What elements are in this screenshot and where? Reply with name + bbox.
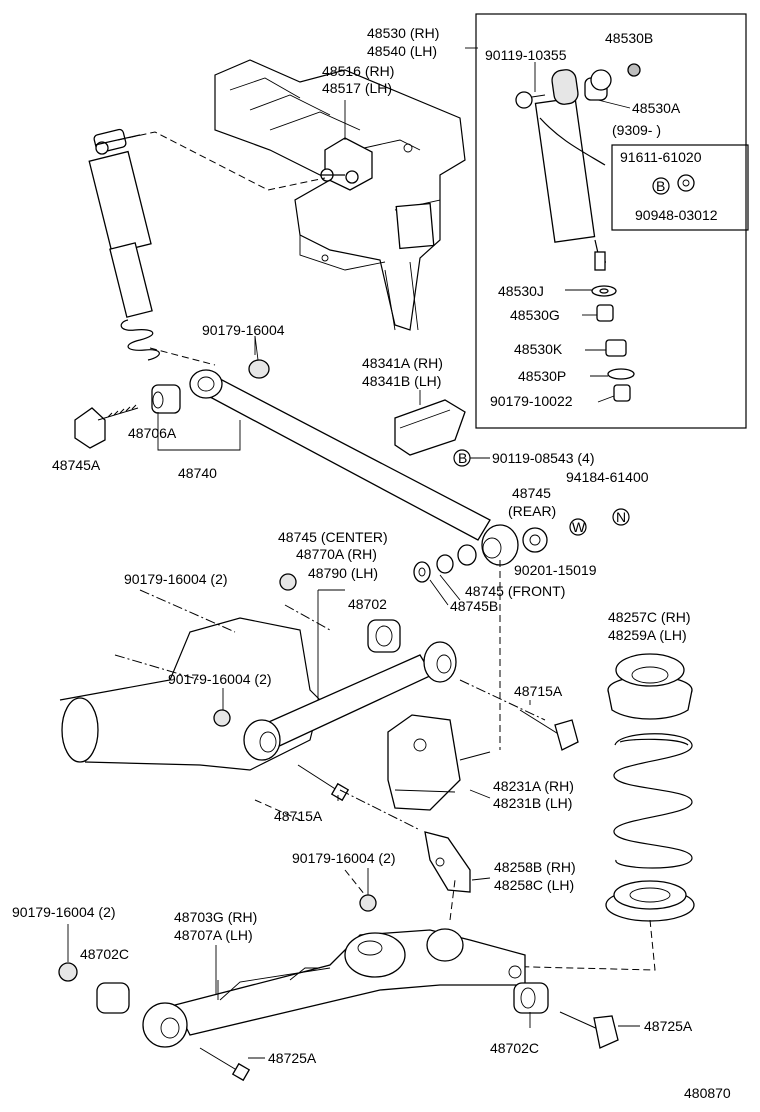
symbol-B-sub-label: B — [656, 178, 665, 194]
label-48530A: 48530A — [632, 100, 681, 116]
label-date-range: (9309- ) — [612, 122, 661, 138]
label-48745-front: 48745 (FRONT) — [465, 583, 565, 599]
leader — [254, 799, 456, 921]
label-48702C-bottom: 48702C — [490, 1040, 539, 1056]
label-48715A-left: 48715A — [274, 808, 323, 824]
label-90179-16004-2b: 90179-16004 (2) — [168, 671, 272, 687]
label-48745-rear-text: (REAR) — [508, 503, 556, 519]
label-48745-center: 48745 (CENTER) — [278, 529, 388, 545]
bushing-48706A — [151, 384, 181, 414]
leader-48740 — [157, 412, 241, 451]
bushing-48702C-left — [96, 982, 130, 1014]
symbol-W-label: W — [572, 519, 586, 535]
label-94184-61400: 94184-61400 — [566, 469, 649, 485]
label-48540-lh: 48540 (LH) — [367, 43, 437, 59]
label-90179-16004-2d: 90179-16004 (2) — [12, 904, 116, 920]
label-48530G: 48530G — [510, 307, 560, 323]
bolt-48715A-right — [519, 709, 579, 751]
labels: 48530 (RH) 48540 (LH) 48516 (RH) 48517 (… — [12, 25, 731, 1101]
symbol-N — [612, 508, 630, 526]
label-48530J: 48530J — [498, 283, 544, 299]
upper-spring-seat — [607, 653, 693, 720]
lower-trailing-arm — [142, 928, 526, 1048]
label-90948-03012: 90948-03012 — [635, 207, 718, 223]
bolt-48715A-left — [297, 764, 350, 802]
frame-rail — [214, 59, 466, 331]
label-48530K: 48530K — [514, 341, 563, 357]
label-48231A: 48231A (RH) — [493, 778, 574, 794]
label-48725A-bottom: 48725A — [268, 1050, 317, 1066]
leader — [459, 679, 546, 721]
bolt-48725A-bottom — [199, 1047, 251, 1082]
bolt-48745A — [74, 404, 139, 449]
label-48341A: 48341A (RH) — [362, 355, 443, 371]
nut-90179-16004 — [213, 709, 231, 727]
lower-control-arm — [243, 641, 457, 761]
nut-90179-16004 — [248, 335, 270, 379]
bushing-48745-front — [413, 544, 477, 583]
symbol-N-label: N — [616, 509, 626, 525]
label-91611-61020: 91611-61020 — [620, 149, 702, 165]
label-48745A: 48745A — [52, 457, 101, 473]
symbol-B-label: B — [458, 450, 467, 466]
label-48257C: 48257C (RH) — [608, 609, 690, 625]
leader-dashed — [149, 347, 216, 366]
shock-mount-bracket — [320, 137, 373, 191]
label-48740: 48740 — [178, 465, 217, 481]
label-48530B: 48530B — [605, 30, 653, 46]
nut-90179-16004 — [279, 573, 297, 591]
label-48707A: 48707A (LH) — [174, 927, 253, 943]
label-48258B: 48258B (RH) — [494, 859, 576, 875]
bushing-48702 — [367, 619, 401, 653]
label-leaders — [215, 100, 640, 1059]
label-90119-08543: 90119-08543 (4) — [492, 450, 594, 466]
label-90179-16004-2a: 90179-16004 (2) — [124, 571, 228, 587]
axle-bracket-48231A — [387, 560, 501, 811]
label-48530-rh: 48530 (RH) — [367, 25, 439, 41]
label-48702C-left: 48702C — [80, 946, 129, 962]
label-48259A: 48259A (LH) — [608, 627, 687, 643]
label-48745-rear-number: 48745 — [512, 485, 551, 501]
label-48341B: 48341B (LH) — [362, 373, 441, 389]
label-48231B: 48231B (LH) — [493, 795, 572, 811]
label-48715A-right: 48715A — [514, 683, 563, 699]
label-48770A-rh: 48770A (RH) — [296, 546, 377, 562]
bolt-48725A-right — [559, 1011, 619, 1049]
label-90119-10355: 90119-10355 — [485, 47, 567, 63]
nut-90179-16004 — [359, 894, 377, 912]
label-48703G: 48703G (RH) — [174, 909, 257, 925]
figure-number: 480870 — [684, 1085, 731, 1101]
leader — [429, 574, 461, 606]
label-48516-rh: 48516 (RH) — [322, 63, 394, 79]
axle-housing — [59, 589, 331, 771]
lower-spring-seat — [605, 880, 695, 922]
bushing-48745-rear — [522, 527, 548, 553]
upper-control-arm — [189, 369, 519, 566]
label-48702: 48702 — [348, 596, 387, 612]
leader — [449, 919, 656, 971]
label-48517-lh: 48517 (LH) — [322, 80, 392, 96]
nut-90179-16004 — [58, 962, 78, 982]
label-90201-15019: 90201-15019 — [514, 562, 597, 578]
label-90179-16004: 90179-16004 — [202, 322, 285, 338]
leader-dashed — [117, 131, 326, 191]
label-48706A: 48706A — [128, 425, 177, 441]
label-90179-16004-2c: 90179-16004 (2) — [292, 850, 396, 866]
bushing-48702C-right — [513, 982, 549, 1014]
label-48258C: 48258C (LH) — [494, 877, 574, 893]
inset-box — [465, 13, 749, 429]
label-90179-10022: 90179-10022 — [490, 393, 573, 409]
shock-absorber — [88, 128, 160, 361]
symbol-W — [569, 518, 587, 536]
label-48725A-right: 48725A — [644, 1018, 693, 1034]
coil-spring — [613, 733, 693, 869]
bracket-48258B — [424, 831, 471, 893]
label-48790-lh: 48790 (LH) — [308, 565, 378, 581]
leader — [339, 789, 421, 831]
bracket-48341A — [394, 390, 466, 456]
label-48530P: 48530P — [518, 368, 566, 384]
label-48745B: 48745B — [450, 598, 498, 614]
